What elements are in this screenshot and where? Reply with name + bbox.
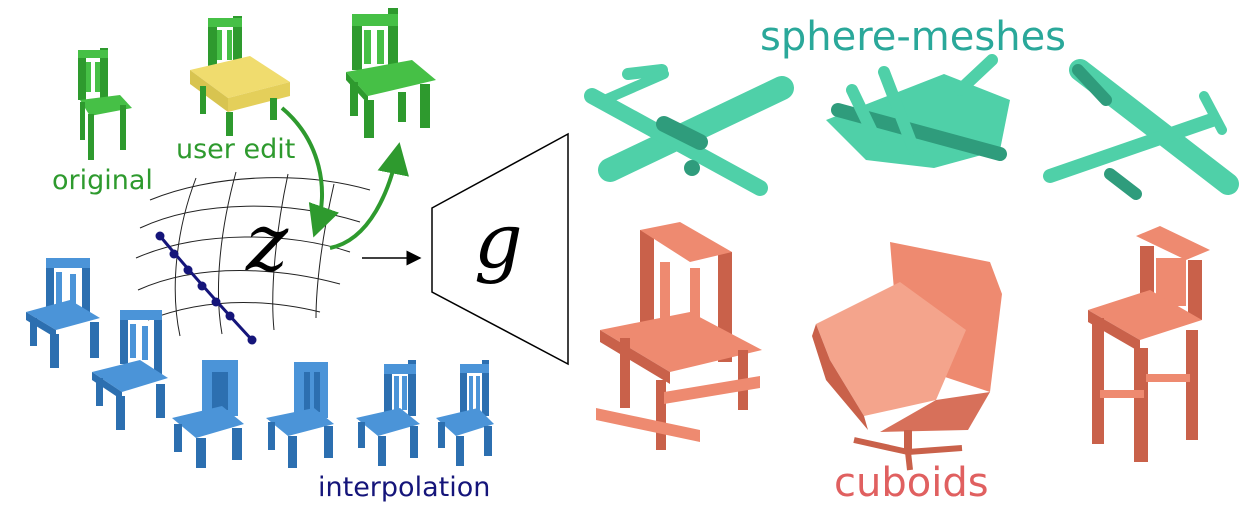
blue-chair-1 <box>26 258 100 368</box>
original-label: original <box>52 165 153 196</box>
blue-chair-4 <box>266 362 334 468</box>
airplane-2 <box>826 54 1010 168</box>
original-chair <box>78 48 132 160</box>
generator-block <box>431 132 569 366</box>
bar-stool-chair <box>1088 226 1210 462</box>
airplane-3 <box>1043 59 1239 200</box>
blue-chair-6 <box>436 360 494 466</box>
interpolation-label: interpolation <box>318 472 491 503</box>
edit-up-arrow <box>329 142 409 250</box>
blue-chair-2 <box>92 310 168 430</box>
rocking-chair <box>596 222 762 450</box>
edit-down-arrow <box>280 106 340 238</box>
interpolation-path <box>155 231 257 345</box>
sphere-meshes-label: sphere-meshes <box>760 14 1067 60</box>
edited-result-chair <box>346 8 436 138</box>
blue-chair-3 <box>172 360 244 468</box>
user-edit-chair <box>190 16 290 136</box>
latent-z-symbol: z <box>246 196 289 289</box>
armchair <box>812 242 1002 471</box>
cuboids-label: cuboids <box>834 460 989 506</box>
blue-chair-5 <box>356 360 420 466</box>
generator-g-symbol: g <box>474 196 523 285</box>
airplane-1 <box>584 64 794 196</box>
user-edit-label: user edit <box>176 134 296 165</box>
